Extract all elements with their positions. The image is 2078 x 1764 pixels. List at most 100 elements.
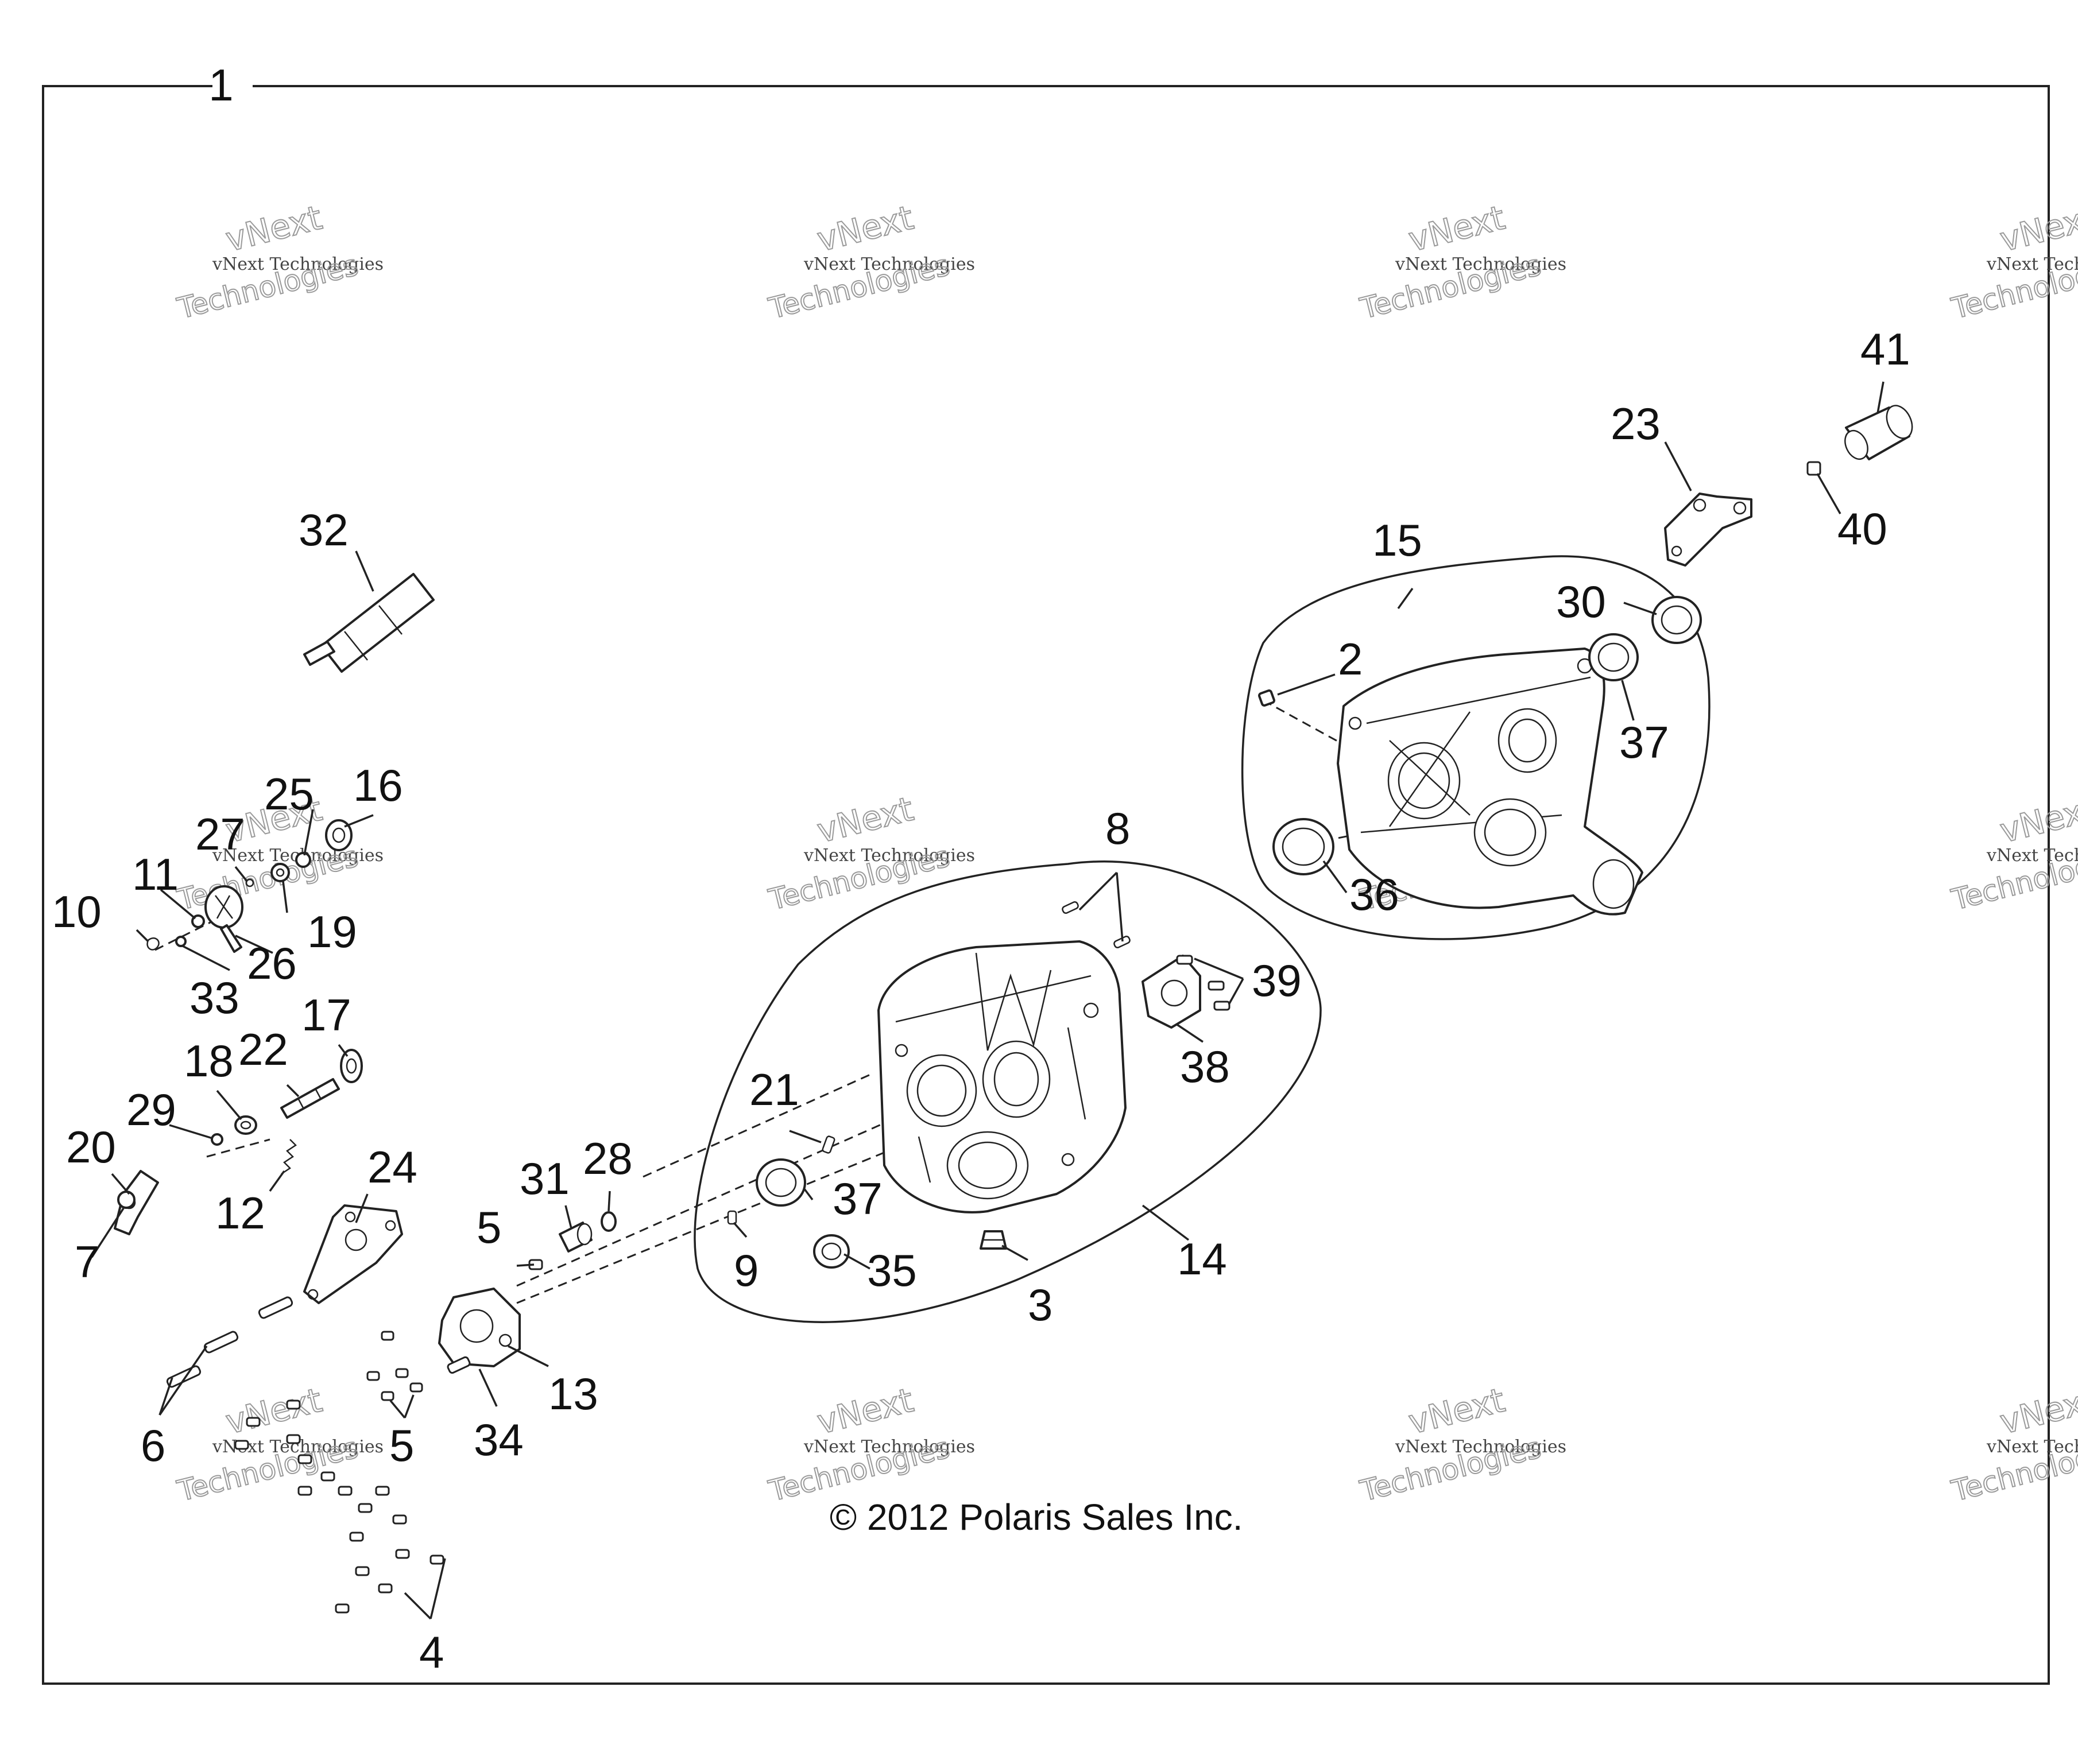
callout-18[interactable]: 18: [184, 1036, 234, 1086]
svg-text:vNext: vNext: [1404, 198, 1508, 259]
plug-2[interactable]: [1258, 689, 1275, 707]
callout-11[interactable]: 11: [132, 849, 179, 900]
screws-5-lower[interactable]: [366, 1331, 423, 1401]
dowel-21[interactable]: [822, 1135, 835, 1154]
svg-text:vNext Technologies: vNext Technologies: [803, 1437, 975, 1457]
clip-10[interactable]: [146, 937, 160, 951]
callout-29[interactable]: 29: [126, 1084, 176, 1135]
transmission-case-14[interactable]: [877, 940, 1127, 1214]
washer-7[interactable]: [117, 1191, 136, 1209]
pin-9[interactable]: [727, 1210, 737, 1225]
callout-3[interactable]: 3: [1028, 1280, 1052, 1330]
shift-drum-32[interactable]: [303, 573, 435, 673]
callout-25[interactable]: 25: [264, 769, 314, 819]
callout-26[interactable]: 26: [247, 938, 297, 988]
callout-22[interactable]: 22: [238, 1024, 288, 1075]
svg-text:vNext Technologies: vNext Technologies: [1986, 254, 2078, 274]
assembly-frame: 1: [42, 60, 2050, 1685]
callout-13[interactable]: 13: [548, 1368, 598, 1419]
callout-41[interactable]: 41: [1860, 324, 1910, 374]
pin-27[interactable]: [245, 878, 254, 887]
callout-33[interactable]: 33: [189, 972, 239, 1023]
o-ring-28[interactable]: [601, 1211, 617, 1232]
callout-16[interactable]: 16: [353, 760, 403, 811]
shaft-22[interactable]: [280, 1078, 340, 1119]
bushing-41[interactable]: [1841, 401, 1917, 463]
svg-text:vNext Technologies: vNext Technologies: [1986, 1437, 2078, 1457]
sensor-31[interactable]: [559, 1222, 593, 1253]
bushing-18[interactable]: [234, 1115, 257, 1135]
callout-5-upper[interactable]: 5: [477, 1202, 501, 1253]
screws-4[interactable]: [234, 1399, 444, 1614]
callout-21[interactable]: 21: [749, 1064, 799, 1115]
callout-31[interactable]: 31: [520, 1153, 570, 1204]
gear-17[interactable]: [340, 1049, 363, 1083]
callout-17[interactable]: 17: [301, 990, 351, 1040]
svg-text:vNext Technologies: vNext Technologies: [1395, 1437, 1566, 1457]
callout-24[interactable]: 24: [367, 1142, 417, 1192]
svg-text:vNext: vNext: [813, 789, 917, 851]
callout-34[interactable]: 34: [474, 1414, 524, 1465]
screws-39[interactable]: [1176, 955, 1230, 1011]
callout-4[interactable]: 4: [419, 1627, 444, 1677]
callout-40[interactable]: 40: [1837, 503, 1887, 554]
bracket-24[interactable]: [303, 1204, 403, 1304]
callout-12[interactable]: 12: [215, 1188, 265, 1238]
callout-9[interactable]: 9: [734, 1245, 759, 1296]
seal-37-lower[interactable]: [756, 1158, 806, 1207]
callout-27[interactable]: 27: [195, 809, 245, 859]
gear-16[interactable]: [325, 819, 353, 851]
bearing-30[interactable]: [1651, 596, 1702, 644]
callout-35[interactable]: 35: [867, 1245, 917, 1296]
svg-text:vNext: vNext: [222, 1381, 326, 1442]
callout-39[interactable]: 39: [1252, 955, 1302, 1006]
washer-25[interactable]: [295, 852, 311, 868]
callout-36[interactable]: 36: [1349, 869, 1399, 920]
dowel-pins-8[interactable]: [1062, 901, 1131, 949]
lever-26[interactable]: [204, 885, 243, 953]
callout-5-lower[interactable]: 5: [389, 1420, 414, 1471]
callout-1[interactable]: 1: [208, 60, 233, 110]
callout-37-upper[interactable]: 37: [1619, 717, 1669, 767]
callout-2[interactable]: 2: [1338, 634, 1363, 684]
watermark: vNext vNext Technologies Technologies: [173, 197, 384, 326]
watermark: vNext vNext Technologies Technologies: [1356, 1380, 1566, 1509]
callout-6[interactable]: 6: [141, 1420, 165, 1471]
callout-37-lower[interactable]: 37: [833, 1173, 883, 1224]
callout-38[interactable]: 38: [1180, 1041, 1230, 1092]
callout-7[interactable]: 7: [75, 1236, 99, 1287]
ring-29[interactable]: [211, 1133, 223, 1146]
callout-28[interactable]: 28: [583, 1133, 633, 1184]
watermark: vNext vNext Technologies Technologies: [765, 1380, 975, 1509]
seal-35[interactable]: [813, 1234, 850, 1269]
svg-text:vNext: vNext: [1996, 1381, 2078, 1442]
watermark: vNext vNext Technologies Technologies: [1948, 197, 2078, 326]
cover-38[interactable]: [1141, 955, 1201, 1029]
callout-23[interactable]: 23: [1611, 398, 1661, 449]
callout-19[interactable]: 19: [307, 906, 357, 957]
callout-15[interactable]: 15: [1372, 515, 1422, 565]
callout-32[interactable]: 32: [299, 505, 349, 555]
svg-text:vNext Technologies: vNext Technologies: [1395, 254, 1566, 274]
screw-40[interactable]: [1806, 461, 1821, 476]
callout-14[interactable]: 14: [1177, 1234, 1227, 1284]
group-outline-14: [694, 860, 1322, 1323]
spring-12[interactable]: [281, 1139, 297, 1175]
gear-19[interactable]: [270, 863, 290, 882]
watermark: vNext vNext Technologies Technologies: [1948, 789, 2078, 917]
bolts-6[interactable]: [166, 1296, 293, 1388]
watermark: vNext vNext Technologies Technologies: [765, 789, 975, 917]
bolt-34[interactable]: [447, 1356, 471, 1374]
bracket-23[interactable]: [1664, 493, 1752, 567]
seal-36[interactable]: [1272, 818, 1334, 875]
leader-lines: [91, 381, 1884, 1620]
callout-30[interactable]: 30: [1556, 576, 1606, 627]
svg-text:vNext Technologies: vNext Technologies: [803, 254, 975, 274]
callout-20[interactable]: 20: [66, 1122, 116, 1172]
callout-10[interactable]: 10: [52, 886, 102, 937]
transmission-case-15[interactable]: [1337, 648, 1643, 916]
seal-37-upper[interactable]: [1588, 633, 1639, 681]
washer-33[interactable]: [175, 936, 187, 947]
callout-8[interactable]: 8: [1105, 803, 1130, 854]
shift-cover-13[interactable]: [438, 1288, 521, 1367]
